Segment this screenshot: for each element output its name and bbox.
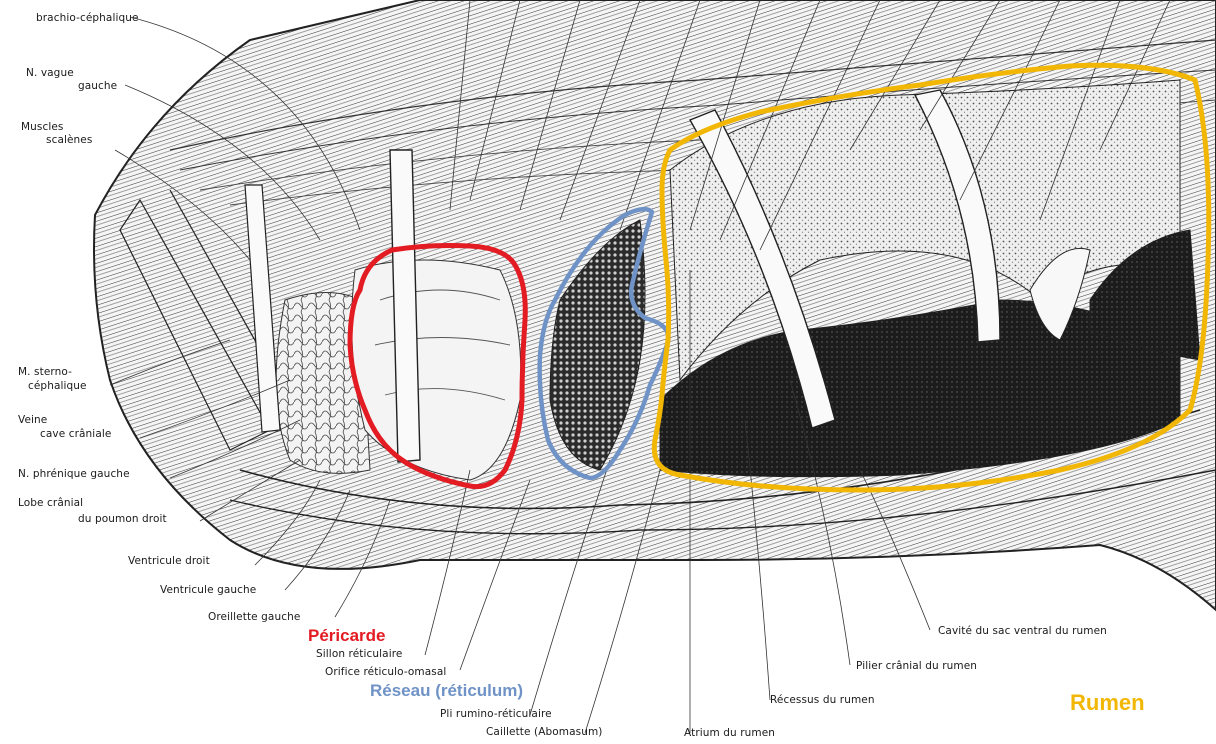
label-lobe-cranial: Lobe crânial (18, 497, 83, 509)
label-n-vague-gauche: gauche (78, 80, 117, 92)
label-atrium-du-rumen: Atrium du rumen (684, 727, 775, 739)
label-scalenes: scalènes (46, 134, 92, 146)
label-pericarde: Péricarde (308, 626, 386, 646)
label-ventricule-droit: Ventricule droit (128, 555, 210, 567)
label-sillon-reticulaire: Sillon réticulaire (316, 648, 402, 660)
label-recessus-du-rumen: Récessus du rumen (770, 694, 875, 706)
label-cephalique: céphalique (28, 380, 87, 392)
label-brachio-cephalique: brachio-céphalique (36, 12, 139, 24)
label-n-vague: N. vague (26, 67, 74, 79)
label-n-phrenique: N. phrénique gauche (18, 468, 130, 480)
label-veine: Veine (18, 414, 47, 426)
label-rumen: Rumen (1070, 690, 1145, 716)
label-reseau: Réseau (réticulum) (370, 681, 523, 701)
label-cavite-sac-ventral: Cavité du sac ventral du rumen (938, 625, 1107, 637)
label-cave-craniale: cave crâniale (40, 428, 111, 440)
label-orifice-reticulo-omasal: Orifice réticulo-omasal (325, 666, 446, 678)
label-pli-rumino-reticulaire: Pli rumino-réticulaire (440, 708, 552, 720)
label-oreillette-gauche: Oreillette gauche (208, 611, 300, 623)
label-pilier-cranial: Pilier crânial du rumen (856, 660, 977, 672)
label-ventricule-gauche: Ventricule gauche (160, 584, 256, 596)
label-m-sterno: M. sterno- (18, 366, 72, 378)
label-caillette: Caillette (Abomasum) (486, 726, 603, 738)
label-muscles: Muscles (21, 121, 64, 133)
label-poumon-droit: du poumon droit (78, 513, 167, 525)
